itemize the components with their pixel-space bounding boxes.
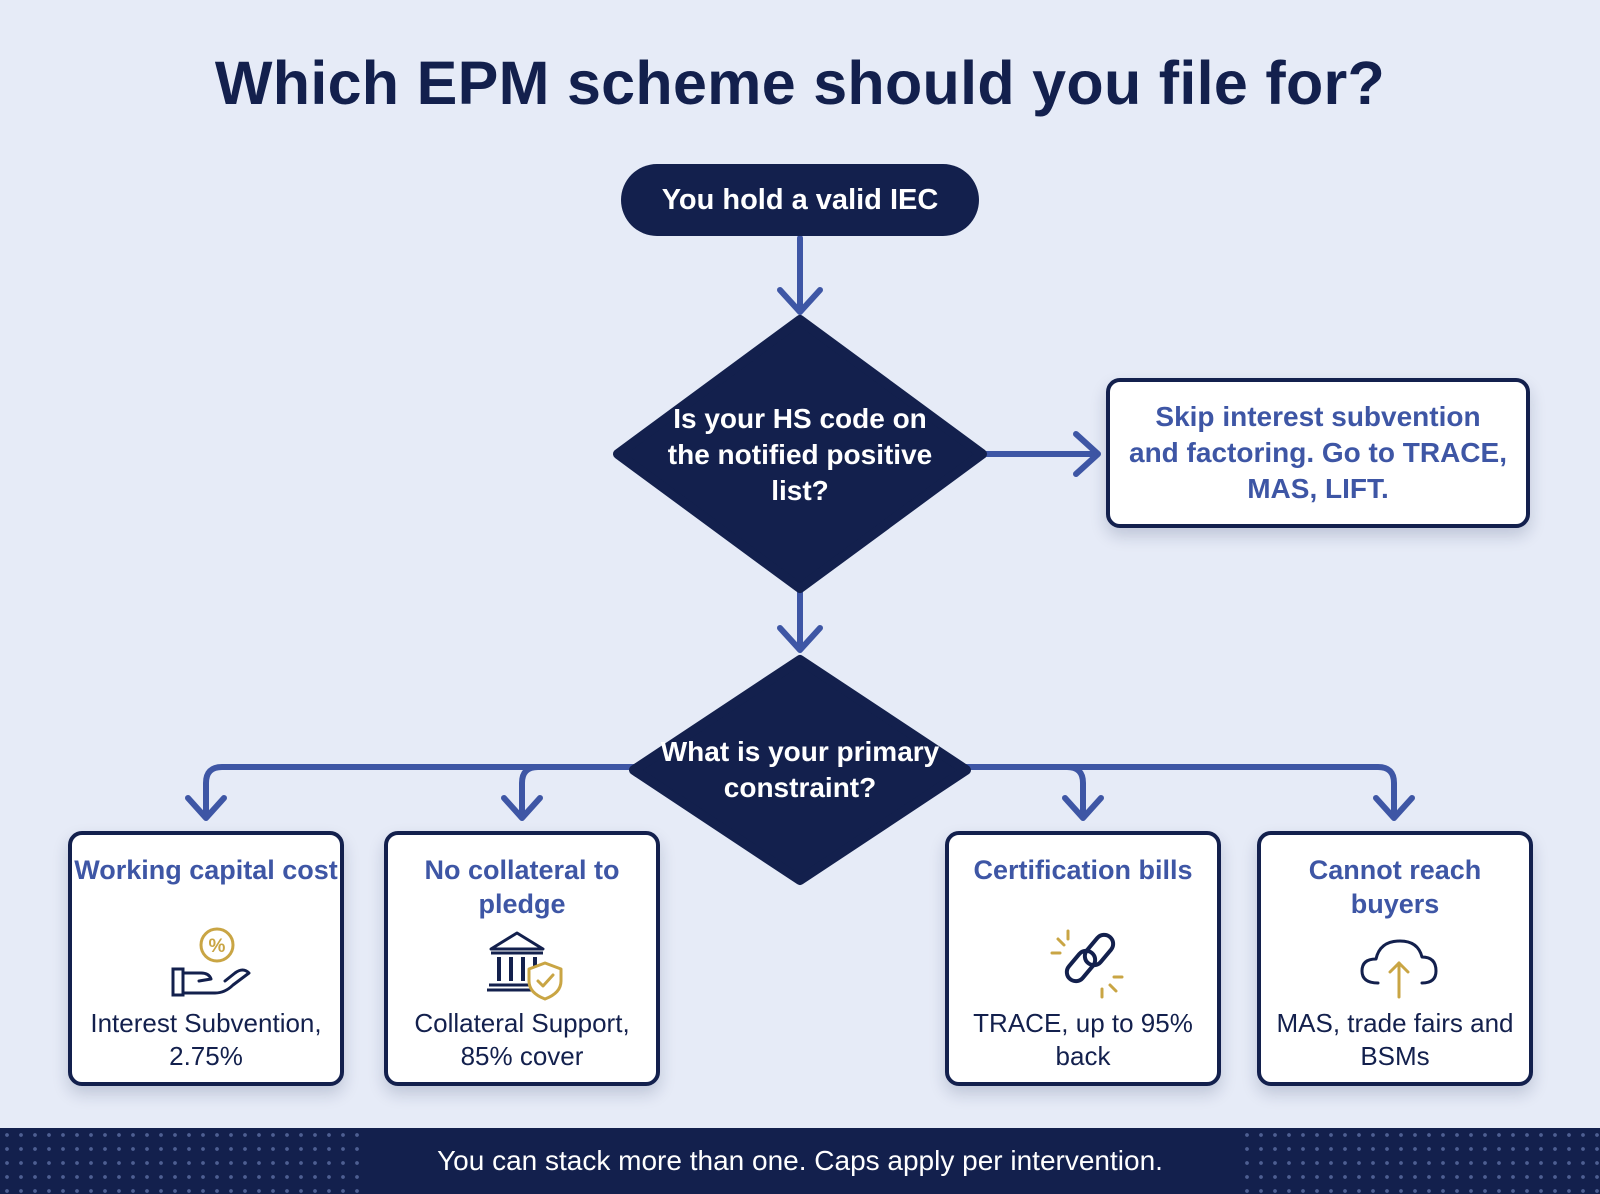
footer-text: You can stack more than one. Caps apply …: [419, 1145, 1181, 1177]
decision1-diamond: [613, 315, 987, 593]
outcome-card-collateral: No collateral to pledge Collateral Suppo…: [384, 831, 660, 1086]
outcome-result: TRACE, up to 95% back: [973, 1008, 1193, 1071]
branch-line-outcome-2: [1064, 764, 1086, 819]
skip-box-text: Skip interest subvention and factoring. …: [1129, 401, 1507, 504]
outcome-result: Collateral Support, 85% cover: [414, 1008, 630, 1071]
bank-shield-icon: [487, 931, 563, 1001]
footer-note: You can stack more than one. Caps apply …: [0, 1128, 1600, 1194]
branch-line-left: [203, 764, 637, 819]
outcome-result: MAS, trade fairs and BSMs: [1276, 1008, 1514, 1071]
outcome-title: No collateral to pledge: [424, 855, 620, 919]
decision1-question: Is your HS code on the notified positive…: [667, 403, 933, 506]
arrowhead-outcome-0: [185, 795, 227, 821]
branch-line-right: [963, 764, 1397, 819]
arrowhead-decision1-to-skip: [1073, 431, 1101, 477]
arrowhead-start-to-decision1: [777, 287, 823, 315]
decision2-diamond: [629, 655, 971, 885]
start-node: You hold a valid IEC: [621, 164, 979, 236]
arrowhead-outcome-2: [1062, 795, 1104, 821]
arrowhead-decision1-to-decision2: [777, 625, 823, 653]
skip-box: Skip interest subvention and factoring. …: [1106, 378, 1530, 528]
outcome-card-certification: Certification bills TRACE, up to 95% bac…: [945, 831, 1221, 1086]
svg-text:%: %: [209, 936, 226, 957]
outcome-title: Cannot reach buyers: [1308, 855, 1482, 919]
arrowhead-outcome-3: [1373, 795, 1415, 821]
footer-dot-pattern-left: [0, 1128, 360, 1194]
footer-banner: You can stack more than one. Caps apply …: [0, 1128, 1600, 1194]
outcome-card-reach-buyers: Cannot reach buyers MAS, trade fairs and…: [1257, 831, 1533, 1086]
decision2-question: What is your primary constraint?: [660, 736, 940, 803]
outcome-card-working-capital: Working capital cost % Interest Subventi…: [68, 831, 344, 1086]
outcome-result: Interest Subvention, 2.75%: [90, 1008, 322, 1071]
cloud-upload-icon: [1360, 939, 1438, 999]
percent-hand-icon: %: [171, 927, 251, 997]
arrowhead-outcome-1: [501, 795, 543, 821]
chain-link-icon: [1050, 929, 1124, 999]
outcome-title: Certification bills: [973, 855, 1193, 885]
footer-dot-pattern-right: [1240, 1128, 1600, 1194]
branch-line-outcome-1: [519, 764, 541, 819]
outcome-title: Working capital cost: [74, 855, 338, 885]
page-title: Which EPM scheme should you file for?: [214, 49, 1386, 117]
start-node-label: You hold a valid IEC: [661, 183, 939, 216]
